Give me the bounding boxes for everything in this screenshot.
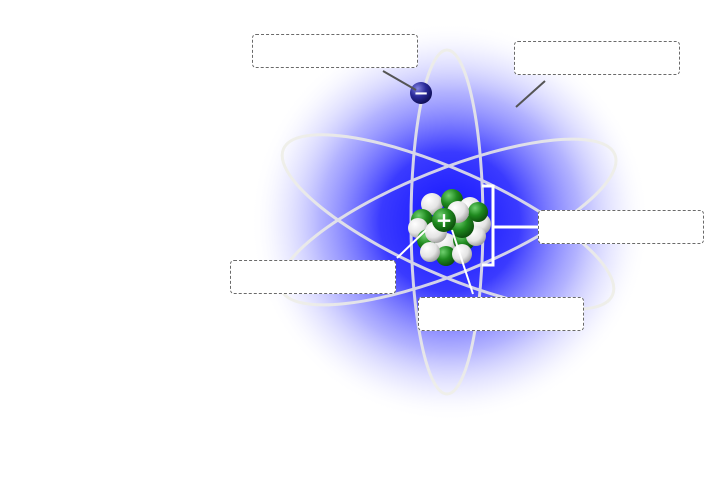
- proton-symbol: +: [436, 208, 453, 232]
- label-box-electron[interactable]: [252, 34, 418, 68]
- leader-lines: [382, 70, 546, 295]
- nucleus: +: [408, 189, 491, 266]
- nucleus-bracket: [482, 184, 538, 267]
- neutron: [421, 193, 443, 215]
- neutron: [420, 242, 440, 262]
- proton: [468, 202, 488, 222]
- label-box-neutron[interactable]: [230, 260, 396, 294]
- electron-ball: [410, 82, 432, 104]
- proton: [436, 246, 456, 266]
- leader-proton: [451, 229, 474, 295]
- label-box-orbit[interactable]: [514, 41, 680, 75]
- neutron: [452, 244, 472, 264]
- label-box-nucleus[interactable]: [538, 210, 704, 244]
- leader-orbit: [515, 80, 546, 108]
- leader-neutron: [396, 229, 427, 259]
- electron-symbol: −: [413, 83, 428, 104]
- leader-electron: [382, 70, 417, 91]
- proton: [432, 208, 456, 232]
- electron: −: [410, 82, 432, 104]
- label-box-proton[interactable]: [418, 297, 584, 331]
- orbit-tilted-b: [280, 133, 616, 311]
